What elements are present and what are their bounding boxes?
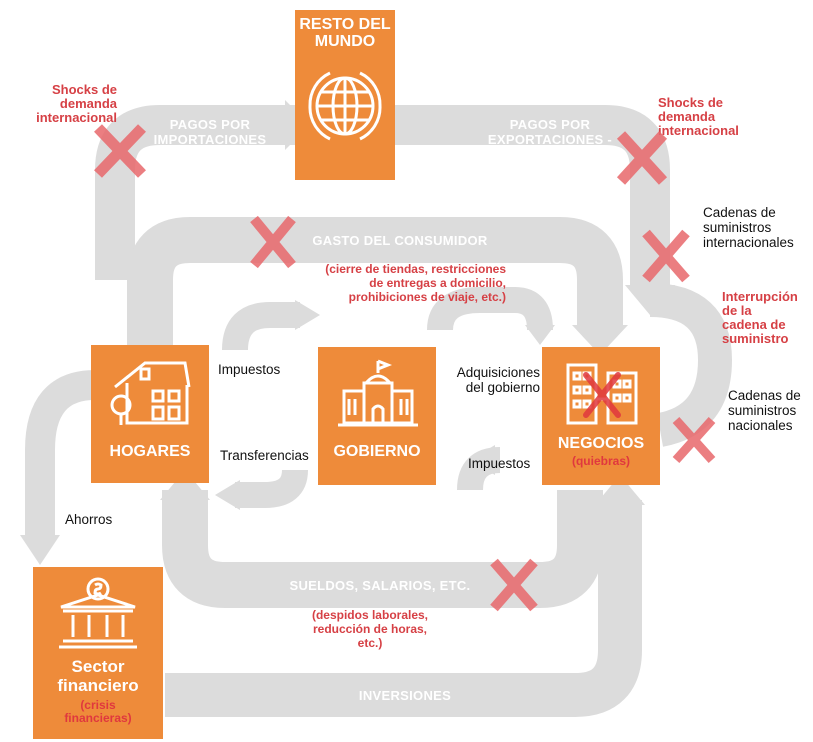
sector-financiero-subtitle: (crisis financieras): [64, 698, 132, 725]
arrowhead-transfer: [215, 480, 240, 510]
label-impuestos-negocios: Impuestos: [468, 456, 531, 471]
flow-label-sueldos: SUELDOS, SALARIOS, ETC.: [289, 578, 471, 593]
flow-label-inversiones: INVERSIONES: [358, 688, 452, 703]
label-impuestos-hogares: Impuestos: [218, 362, 281, 377]
tax-loop-left: [222, 302, 300, 351]
negocios-title: NEGOCIOS: [557, 435, 645, 452]
hogares-title: HOGARES: [109, 443, 191, 460]
globe-icon: [308, 71, 382, 141]
label-cadenas-nacionales: Cadenas de suministros nacionales: [728, 388, 801, 433]
savings-loop: [25, 370, 96, 540]
procurement-loop: [427, 287, 553, 332]
cross-mark-wages: [490, 558, 538, 612]
resto-del-mundo-title: RESTO DEL MUNDO: [299, 16, 391, 50]
label-adquisiciones: Adquisiciones del gobierno: [456, 365, 540, 395]
government-building-icon: [338, 359, 418, 427]
bank-icon: [59, 577, 137, 649]
label-cadenas-internacionales: Cadenas de suministros internacionales: [703, 205, 794, 250]
supply-chain-loop: [649, 283, 733, 447]
resto-del-mundo-box: RESTO DEL MUNDO: [295, 10, 395, 180]
negocios-box: NEGOCIOS (quiebras): [542, 347, 660, 485]
negocios-subtitle: (quiebras): [571, 454, 630, 468]
label-ahorros: Ahorros: [65, 512, 113, 527]
flow-label-exportaciones: PAGOS POR EXPORTACIONES -: [487, 117, 613, 147]
sector-financiero-box: Sector financiero (crisis financieras): [33, 567, 163, 739]
flow-label-gasto: GASTO DEL CONSUMIDOR: [312, 233, 488, 248]
transfer-loop: [235, 469, 308, 508]
shock-label-left: Shocks de demanda internacional: [36, 82, 117, 125]
gobierno-title: GOBIERNO: [333, 443, 421, 460]
wages-note: (despidos laborales, reducción de horas,…: [311, 608, 429, 650]
cross-mark-international-supply: [642, 229, 690, 283]
sector-financiero-title: Sector financiero: [57, 657, 139, 695]
cross-mark-exports: [616, 131, 668, 185]
hogares-box: HOGARES: [91, 345, 209, 483]
flow-label-importaciones: PAGOS POR IMPORTACIONES: [153, 117, 267, 147]
arrowhead-investments-up: [595, 475, 645, 505]
office-buildings-icon: [566, 363, 638, 425]
arrowhead-procurement: [525, 325, 555, 345]
cross-mark-imports: [94, 124, 146, 178]
house-icon: [110, 361, 191, 425]
wages-loop: [162, 490, 603, 608]
cross-mark-national-supply: [672, 416, 716, 464]
tax-loop-right: [457, 447, 501, 491]
arrowhead-wages-up: [160, 470, 210, 500]
label-transferencias: Transferencias: [220, 448, 309, 463]
interruption-label: Interrupción de la cadena de suministro: [722, 289, 798, 346]
gobierno-box: GOBIERNO: [318, 347, 436, 485]
shock-label-right: Shocks de demanda internacional: [658, 95, 739, 138]
arrowhead-exports-down: [625, 285, 675, 315]
arrowhead-tax-right: [470, 445, 495, 475]
investments-loop: [165, 500, 642, 717]
cross-mark-consumer-spending: [250, 215, 296, 269]
arrowhead-tax-left: [295, 300, 320, 330]
consumer-spending-loop: [127, 217, 623, 345]
consumer-spending-note: (cierre de tiendas, restricciones de ent…: [325, 262, 506, 304]
arrowhead-savings-down: [20, 535, 60, 565]
arrowhead-spending-down: [572, 325, 628, 355]
